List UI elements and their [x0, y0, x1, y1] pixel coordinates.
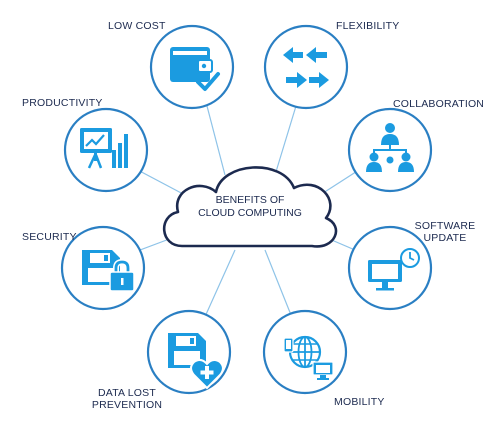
label-software-update-line-1: SOFTWARE — [414, 220, 476, 232]
wallet-check-icon — [170, 47, 220, 91]
label-data-lost-line-1: DATA LOST — [97, 387, 156, 399]
team-hierarchy-icon — [366, 123, 414, 172]
label-software-update: SOFTWARE UPDATE — [412, 220, 478, 244]
floppy-heart-icon — [168, 333, 224, 390]
presentation-chart-icon — [80, 128, 128, 169]
center-title: BENEFITS OF CLOUD COMPUTING — [190, 194, 310, 220]
label-collaboration: COLLABORATION — [393, 98, 485, 110]
circle-flexibility — [263, 24, 349, 110]
floppy-lock-icon — [82, 250, 135, 292]
center-title-line-2: CLOUD COMPUTING — [198, 207, 302, 219]
monitor-clock-icon — [368, 248, 420, 291]
center-cloud-shape — [162, 166, 338, 248]
arrows-exchange-icon — [283, 47, 329, 88]
label-mobility: MOBILITY — [334, 396, 385, 408]
label-data-lost-line-2: PREVENTION — [91, 399, 163, 411]
globe-devices-icon — [283, 335, 334, 380]
label-data-lost-prevention: DATA LOST PREVENTION — [90, 387, 164, 411]
center-title-line-1: BENEFITS OF — [215, 194, 285, 206]
label-security: SECURITY — [22, 231, 77, 243]
label-productivity: PRODUCTIVITY — [22, 97, 103, 109]
label-low-cost: LOW COST — [108, 20, 166, 32]
label-software-update-line-2: UPDATE — [423, 232, 467, 244]
label-flexibility: FLEXIBILITY — [336, 20, 400, 32]
